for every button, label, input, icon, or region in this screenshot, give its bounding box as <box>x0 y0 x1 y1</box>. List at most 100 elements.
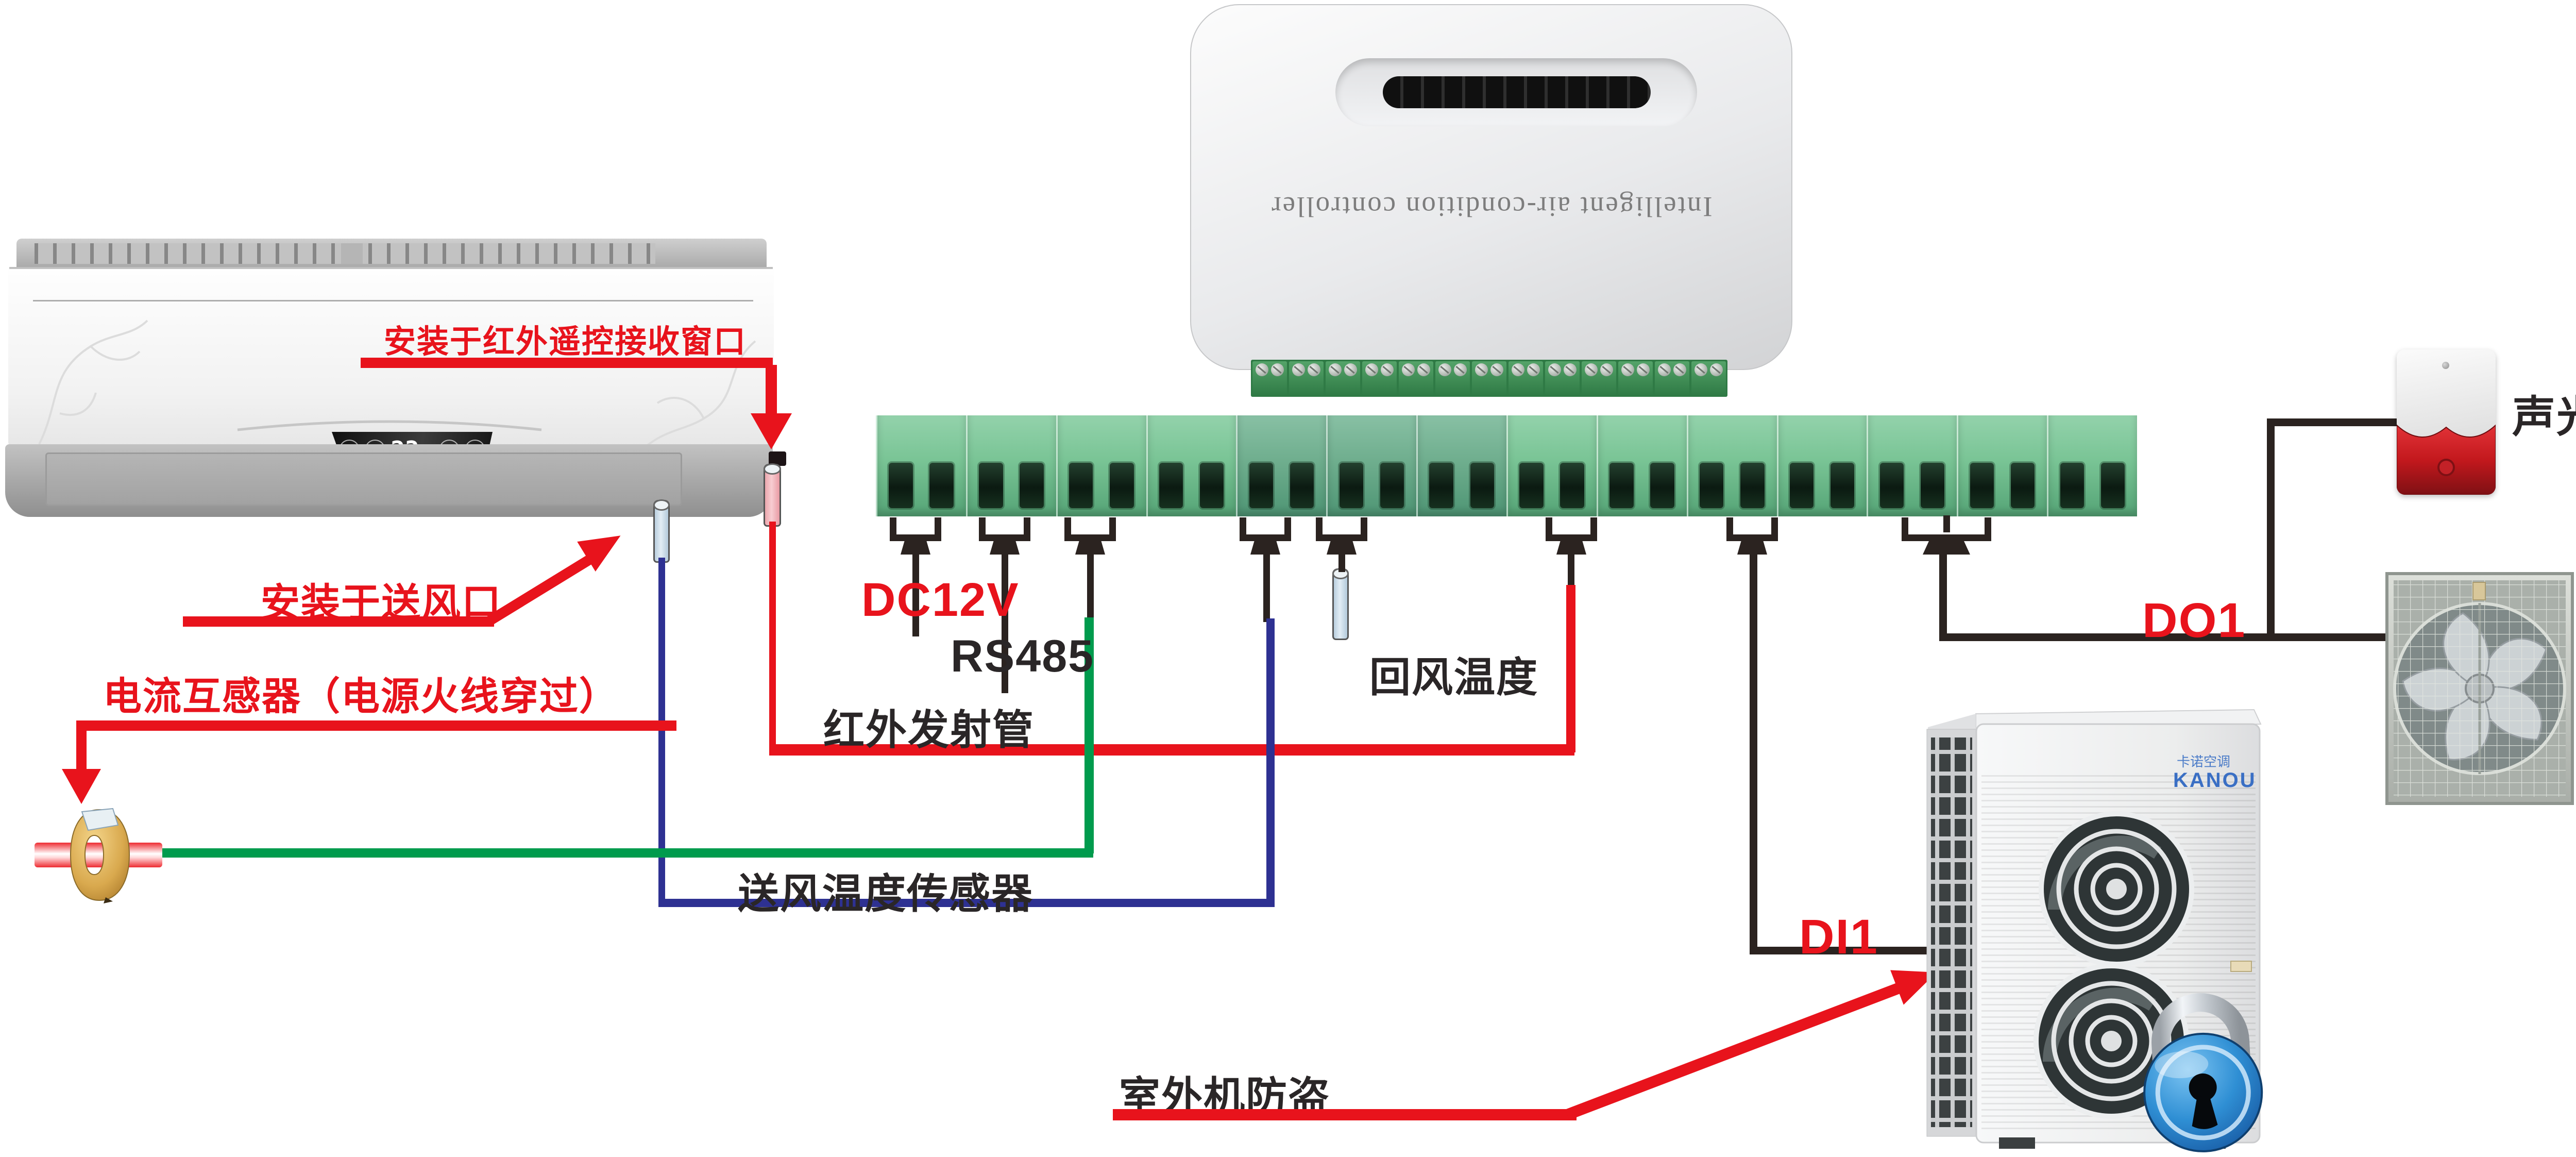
terminal-screw <box>1621 363 1634 376</box>
ct-green-wire-horizontal <box>155 848 1093 858</box>
terminal-screw <box>1564 363 1577 376</box>
live-wire-tube <box>35 843 162 867</box>
terminal-clamp-return-sensor <box>1316 517 1367 541</box>
terminal-screw <box>1584 363 1598 376</box>
terminal-module <box>1056 415 1146 516</box>
terminal-screw <box>1673 363 1687 376</box>
terminal-module <box>876 415 966 516</box>
floral-pattern <box>38 320 148 445</box>
terminal-clamp-di1 <box>1726 517 1778 541</box>
pcb-terminal-strip <box>1251 360 1727 397</box>
pcb-terminal-block <box>1509 361 1543 395</box>
ac-bottom-louver-section <box>5 444 773 517</box>
terminal-module <box>965 415 1056 516</box>
outdoor-brand: KANOU <box>2173 769 2257 792</box>
terminal-slot <box>1560 463 1584 509</box>
terminal-screw <box>1527 363 1540 376</box>
terminal-screw <box>1694 363 1707 376</box>
pcb-terminal-block <box>1252 361 1287 395</box>
terminal-slot <box>1920 463 1945 509</box>
supply-sensor-stub <box>1087 552 1094 619</box>
blue-stub <box>1263 552 1270 622</box>
terminal-screw <box>1417 363 1431 376</box>
terminal-screw <box>1548 363 1561 376</box>
terminal-slot <box>1199 463 1224 509</box>
label-di1: DI1 <box>1799 910 1878 964</box>
ac-louver <box>45 452 682 506</box>
terminal-slot <box>1650 463 1674 509</box>
terminal-screw <box>1490 363 1504 376</box>
ir-emitter-wire-down <box>769 522 776 752</box>
label-alarm: 声光报警器 <box>2512 393 2576 441</box>
terminal-module <box>1236 415 1327 516</box>
pcb-terminal-block <box>1435 361 1470 395</box>
di1-wire-horizontal <box>1750 947 1956 954</box>
terminal-clamp-do1 <box>1902 515 1991 541</box>
label-ir-emitter: 红外发射管 <box>823 707 1035 753</box>
terminal-slot <box>1069 463 1093 509</box>
terminal-screw <box>1401 363 1415 376</box>
terminal-screw <box>1637 363 1650 376</box>
terminal-module <box>2047 415 2138 516</box>
terminal-slot <box>1429 463 1453 509</box>
pcb-terminal-block <box>1655 361 1689 395</box>
ir-stub <box>1568 552 1574 589</box>
terminal-module <box>1326 415 1417 516</box>
supply-sensor-wire-right <box>1266 618 1275 907</box>
terminal-screw <box>1381 363 1394 376</box>
label-do1: DO1 <box>2142 593 2246 648</box>
dc12v-wire <box>912 552 919 636</box>
terminal-module <box>1957 415 2047 516</box>
rs485-wire <box>1002 552 1008 693</box>
ir-emitter-probe <box>764 463 781 527</box>
sound-light-alarm <box>2397 349 2496 495</box>
terminal-slot <box>979 463 1003 509</box>
return-sensor-stub <box>1338 552 1345 572</box>
ct-green-wire-vertical <box>1084 617 1094 853</box>
supply-air-sensor-probe <box>653 499 670 563</box>
terminal-slot <box>929 463 954 509</box>
pcb-terminal-block <box>1289 361 1324 395</box>
label-ir-window: 安装于红外遥控接收窗口 <box>384 324 747 360</box>
terminal-clamp-rs485 <box>979 517 1030 541</box>
label-dc12v: DC12V <box>861 574 1020 626</box>
arrow-to-ir-window <box>751 413 792 449</box>
terminal-module <box>1506 415 1597 516</box>
terminal-screw <box>1308 363 1321 376</box>
di1-wire-vertical <box>1750 552 1757 954</box>
current-transformer <box>35 808 162 903</box>
pcb-terminal-block <box>1545 361 1580 395</box>
do1-branch-to-alarm <box>2267 418 2399 426</box>
terminal-slot <box>889 463 913 509</box>
terminal-slot <box>1380 463 1404 509</box>
terminal-slot <box>1830 463 1855 509</box>
pcb-terminal-block <box>1326 361 1360 395</box>
terminal-clamp-dc12v <box>890 517 941 541</box>
outdoor-fan-grille-top <box>2039 811 2194 967</box>
terminal-slot <box>2060 463 2084 509</box>
terminal-module <box>1596 415 1687 516</box>
terminal-screw <box>1600 363 1614 376</box>
alarm-screw <box>2442 362 2449 369</box>
do1-branch-vertical <box>2267 418 2275 641</box>
terminal-slot <box>1700 463 1724 509</box>
return-air-sensor-probe <box>1332 568 1349 640</box>
pcb-terminal-block <box>1582 361 1616 395</box>
ir-emitter-wire-up <box>1566 585 1575 752</box>
ir-emitter-wire-horizontal <box>769 744 1574 756</box>
terminal-screw <box>1438 363 1451 376</box>
terminal-screw <box>1511 363 1524 376</box>
terminal-slot <box>1519 463 1544 509</box>
terminal-module <box>1867 415 1957 516</box>
exhaust-fan <box>2385 572 2574 805</box>
terminal-screw <box>1657 363 1671 376</box>
terminal-slot <box>1970 463 1994 509</box>
terminal-screw <box>1292 363 1305 376</box>
pcb-terminal-block <box>1618 361 1653 395</box>
terminal-screw <box>1328 363 1342 376</box>
ac-top-grille <box>16 239 767 269</box>
pcb-terminal-block <box>1362 361 1397 395</box>
terminal-screw <box>1710 363 1723 376</box>
terminal-screw <box>1255 363 1268 376</box>
